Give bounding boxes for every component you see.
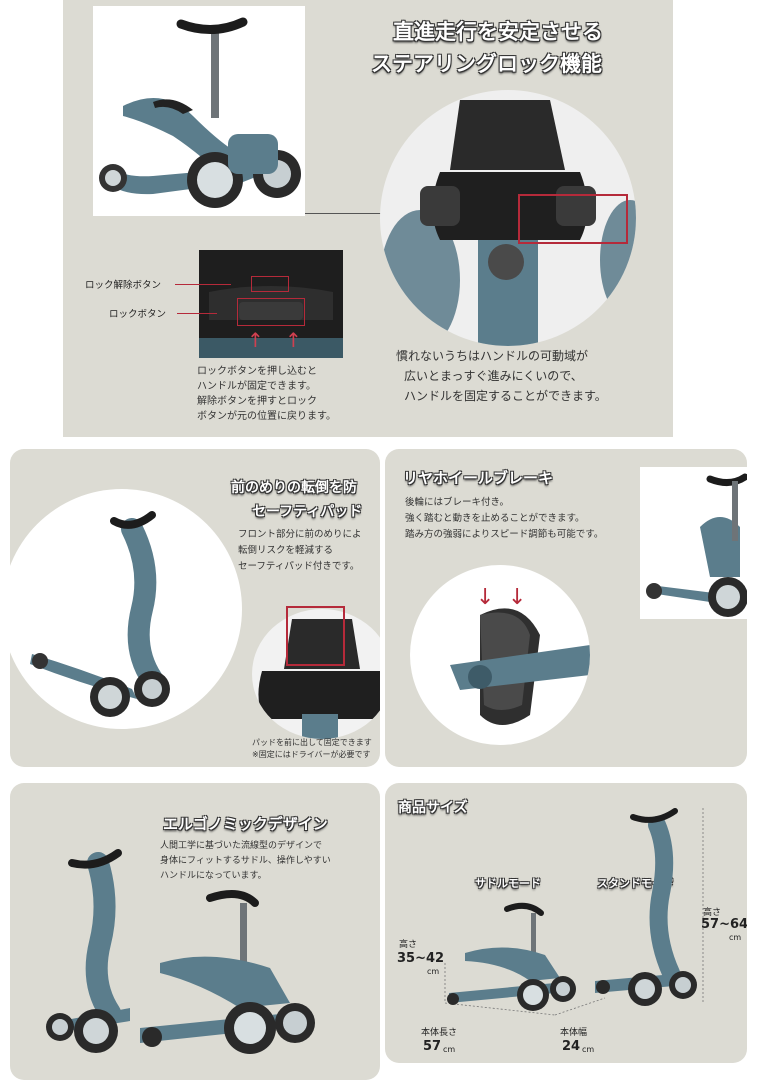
down-arrow-icon: ↓	[476, 585, 495, 610]
safety-pad-title-2: セーフティパッド	[252, 504, 363, 520]
width-unit: cm	[582, 1045, 595, 1054]
width-label: 本体幅	[560, 1028, 588, 1038]
lock-caption: ロックボタンを押し込むと ハンドルが固定できます。 解除ボタンを押すとロック ボ…	[197, 366, 336, 422]
safety-pad-closeup-circle	[252, 609, 380, 739]
callout-line	[177, 313, 217, 314]
size-diagram	[444, 808, 704, 1016]
product-size-title: 商品サイズ	[398, 800, 468, 816]
ergonomic-description: 人間工学に基づいた流線型のデザインで 身体にフィットするサドル、操作しやすい ハ…	[160, 841, 331, 881]
saddle-mode-label: サドルモード	[475, 877, 541, 890]
lock-description: 慣れないうちはハンドルの可動域が 広いとまっすぐ進みにくいので、 ハンドルを固定…	[396, 349, 607, 403]
stand-height-unit: cm	[729, 933, 742, 942]
safety-pad-panel: 前のめりの転倒を防 セーフティパッド フロント部分に前のめりによ 転倒リスクを軽…	[10, 449, 380, 767]
release-button-callout: ロック解除ボタン	[85, 280, 162, 291]
stand-height-label: 高さ	[703, 908, 722, 918]
safety-pad-note: パッドを前に出して固定できます ※固定にはドライバーが必要です	[252, 738, 372, 759]
saddle-height-label: 高さ	[399, 940, 418, 950]
rear-brake-panel: リヤホイールブレーキ 後輪にはブレーキ付き。 強く踏むと動きを止めることができま…	[385, 449, 747, 767]
rear-brake-description: 後輪にはブレーキ付き。 強く踏むと動きを止めることができます。 踏み方の強弱によ…	[405, 497, 604, 540]
length-unit: cm	[443, 1045, 456, 1054]
lock-buttons-photo: ↑ ↑	[199, 250, 343, 358]
steering-lock-title-2: ステアリングロック機能	[371, 52, 602, 76]
connector-line	[305, 213, 385, 214]
up-arrow-icon: ↑	[285, 328, 302, 352]
saddle-height-unit: cm	[427, 967, 440, 976]
steering-closeup-circle	[380, 90, 636, 346]
safety-pad-highlight-box	[286, 606, 345, 666]
steering-lock-title-1: 直進走行を安定させる	[393, 20, 603, 44]
length-label: 本体長さ	[421, 1028, 458, 1038]
scooter-stand-circle	[10, 489, 242, 729]
rear-brake-title: リヤホイールブレーキ	[403, 469, 554, 487]
down-arrow-icon: ↓	[508, 585, 527, 610]
callout-line	[175, 284, 231, 285]
ergonomic-panel: エルゴノミックデザイン 人間工学に基づいた流線型のデザインで 身体にフィットする…	[10, 783, 380, 1080]
width-value: 24	[562, 1039, 581, 1054]
release-button-box	[251, 276, 289, 292]
lock-highlight-box	[518, 194, 628, 244]
ergonomic-title: エルゴノミックデザイン	[163, 815, 328, 833]
product-size-panel: 商品サイズ サドルモード スタンドモード 高さ 35~42 cm 高さ 57~6…	[385, 783, 747, 1063]
lock-button-box	[237, 298, 305, 326]
saddle-height-value: 35~42	[397, 951, 445, 966]
scooter-brake-photo	[640, 467, 747, 619]
stand-height-value: 57~64	[701, 917, 747, 932]
safety-pad-description: フロント部分に前のめりによ 転倒リスクを軽減する セーフティパッド付きです。	[238, 529, 362, 572]
scooter-pair-illustration	[46, 849, 315, 1054]
up-arrow-icon: ↑	[247, 328, 264, 352]
scooter-photo-saddle	[93, 6, 305, 216]
steering-lock-panel: 直進走行を安定させる ステアリングロック機能 ↑ ↑ ロック解除ボタン ロックボ…	[63, 0, 673, 437]
lock-button-callout: ロックボタン	[109, 309, 167, 320]
safety-pad-title-1: 前のめりの転倒を防	[231, 480, 357, 496]
brake-closeup-circle: ↓ ↓	[410, 565, 590, 745]
length-value: 57	[423, 1039, 442, 1054]
